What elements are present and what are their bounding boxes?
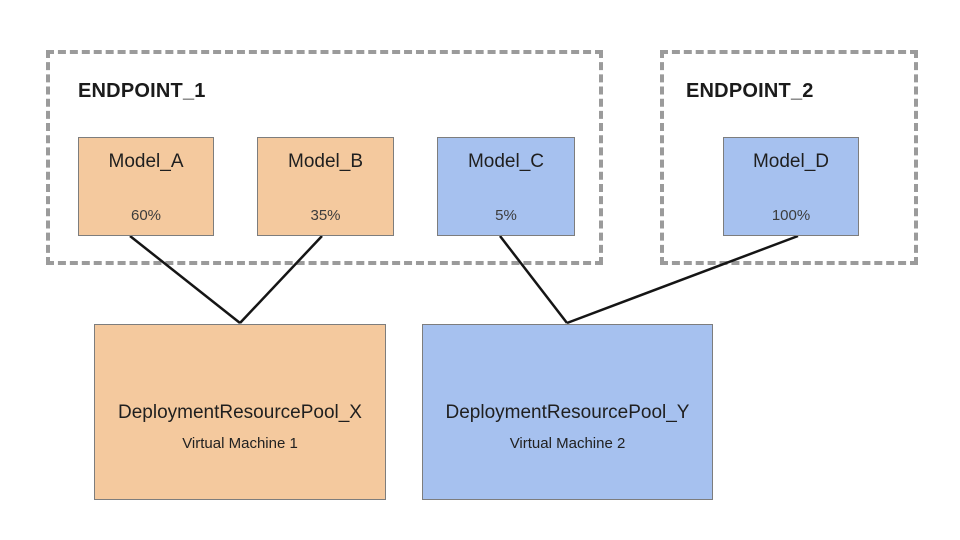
pool-x-box: DeploymentResourcePool_X Virtual Machine… <box>94 324 386 500</box>
pool-y-name: DeploymentResourcePool_Y <box>445 402 690 423</box>
model-c-traffic: 5% <box>495 207 517 224</box>
model-b-box: Model_B 35% <box>257 137 394 236</box>
model-a-box: Model_A 60% <box>78 137 214 236</box>
model-d-box: Model_D 100% <box>723 137 859 236</box>
pool-y-box: DeploymentResourcePool_Y Virtual Machine… <box>422 324 713 500</box>
endpoint-2-title: ENDPOINT_2 <box>686 80 814 102</box>
model-d-name: Model_D <box>752 151 830 172</box>
pool-x-machine: Virtual Machine 1 <box>182 435 298 452</box>
model-c-name: Model_C <box>467 151 545 172</box>
model-a-traffic: 60% <box>130 207 162 224</box>
model-d-traffic: 100% <box>771 207 811 224</box>
endpoint-1-title: ENDPOINT_1 <box>78 80 206 102</box>
model-b-name: Model_B <box>288 151 363 172</box>
model-c-box: Model_C 5% <box>437 137 575 236</box>
model-b-traffic: 35% <box>310 207 341 224</box>
endpoint-1-box: ENDPOINT_1 <box>46 50 603 265</box>
pool-y-machine: Virtual Machine 2 <box>509 435 626 452</box>
model-a-name: Model_A <box>108 151 184 172</box>
pool-x-name: DeploymentResourcePool_X <box>118 402 362 423</box>
